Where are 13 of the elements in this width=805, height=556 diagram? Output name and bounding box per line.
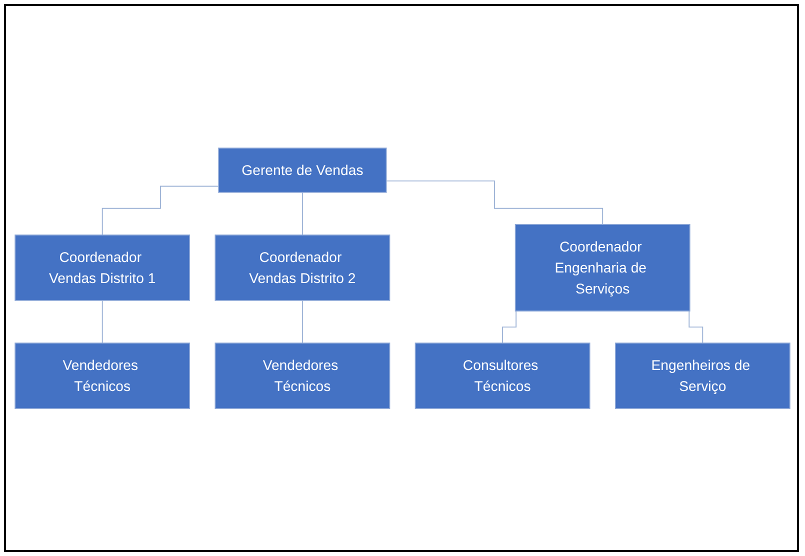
node-box: Coordenador Vendas Distrito 1 [14,234,190,301]
connector [386,180,604,225]
node-box: Vendedores Técnicos [214,342,390,409]
connector [302,300,303,344]
node-box: Consultores Técnicos [414,342,590,409]
connector [302,192,303,236]
node-box: Coordenador Vendas Distrito 2 [214,234,390,301]
connector [102,300,103,344]
node-box: Gerente de Vendas [218,147,387,193]
node-box: Engenheiros de Serviço [614,342,790,409]
connector [102,185,220,236]
node-box: Coordenador Engenharia de Serviços [514,224,690,312]
node-box: Vendedores Técnicos [14,342,190,409]
